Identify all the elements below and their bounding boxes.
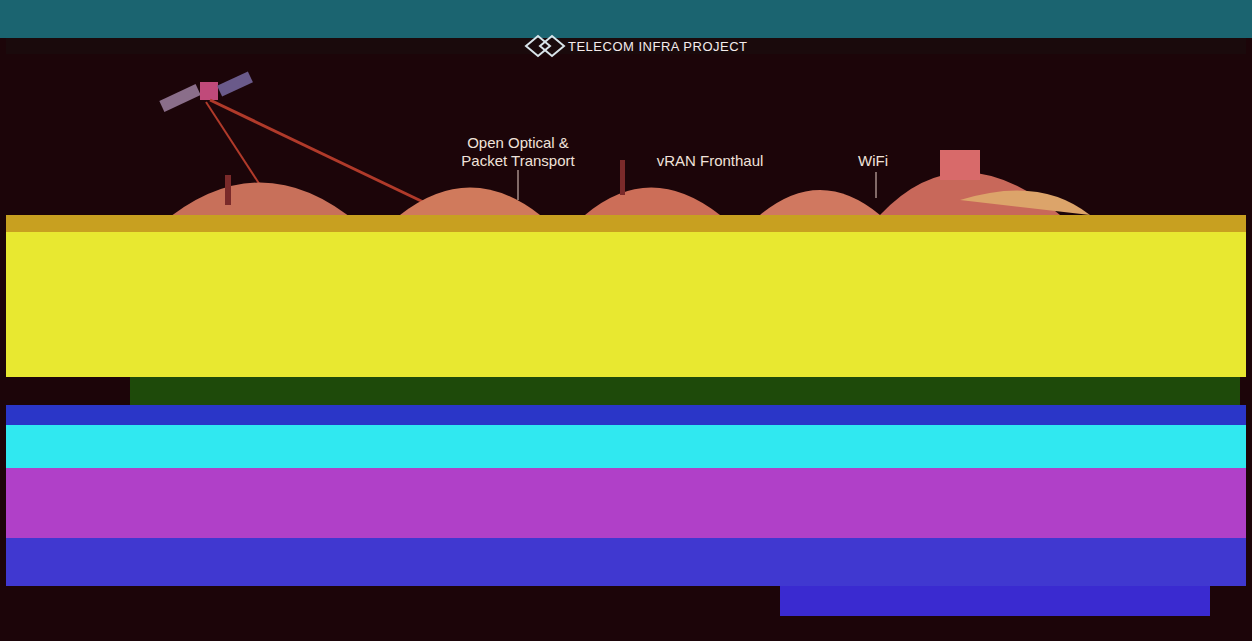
logo-title: TELECOM INFRA PROJECT — [568, 39, 748, 55]
header-strip — [6, 38, 1246, 54]
ground-bands — [6, 215, 1246, 616]
header-band — [0, 0, 1252, 38]
hills — [160, 150, 1090, 225]
region-label: vRAN Fronthaul — [640, 152, 780, 170]
region-label: Open Optical & Packet Transport — [443, 134, 593, 170]
region-label: WiFi — [843, 152, 903, 170]
logo-mark — [526, 36, 564, 56]
